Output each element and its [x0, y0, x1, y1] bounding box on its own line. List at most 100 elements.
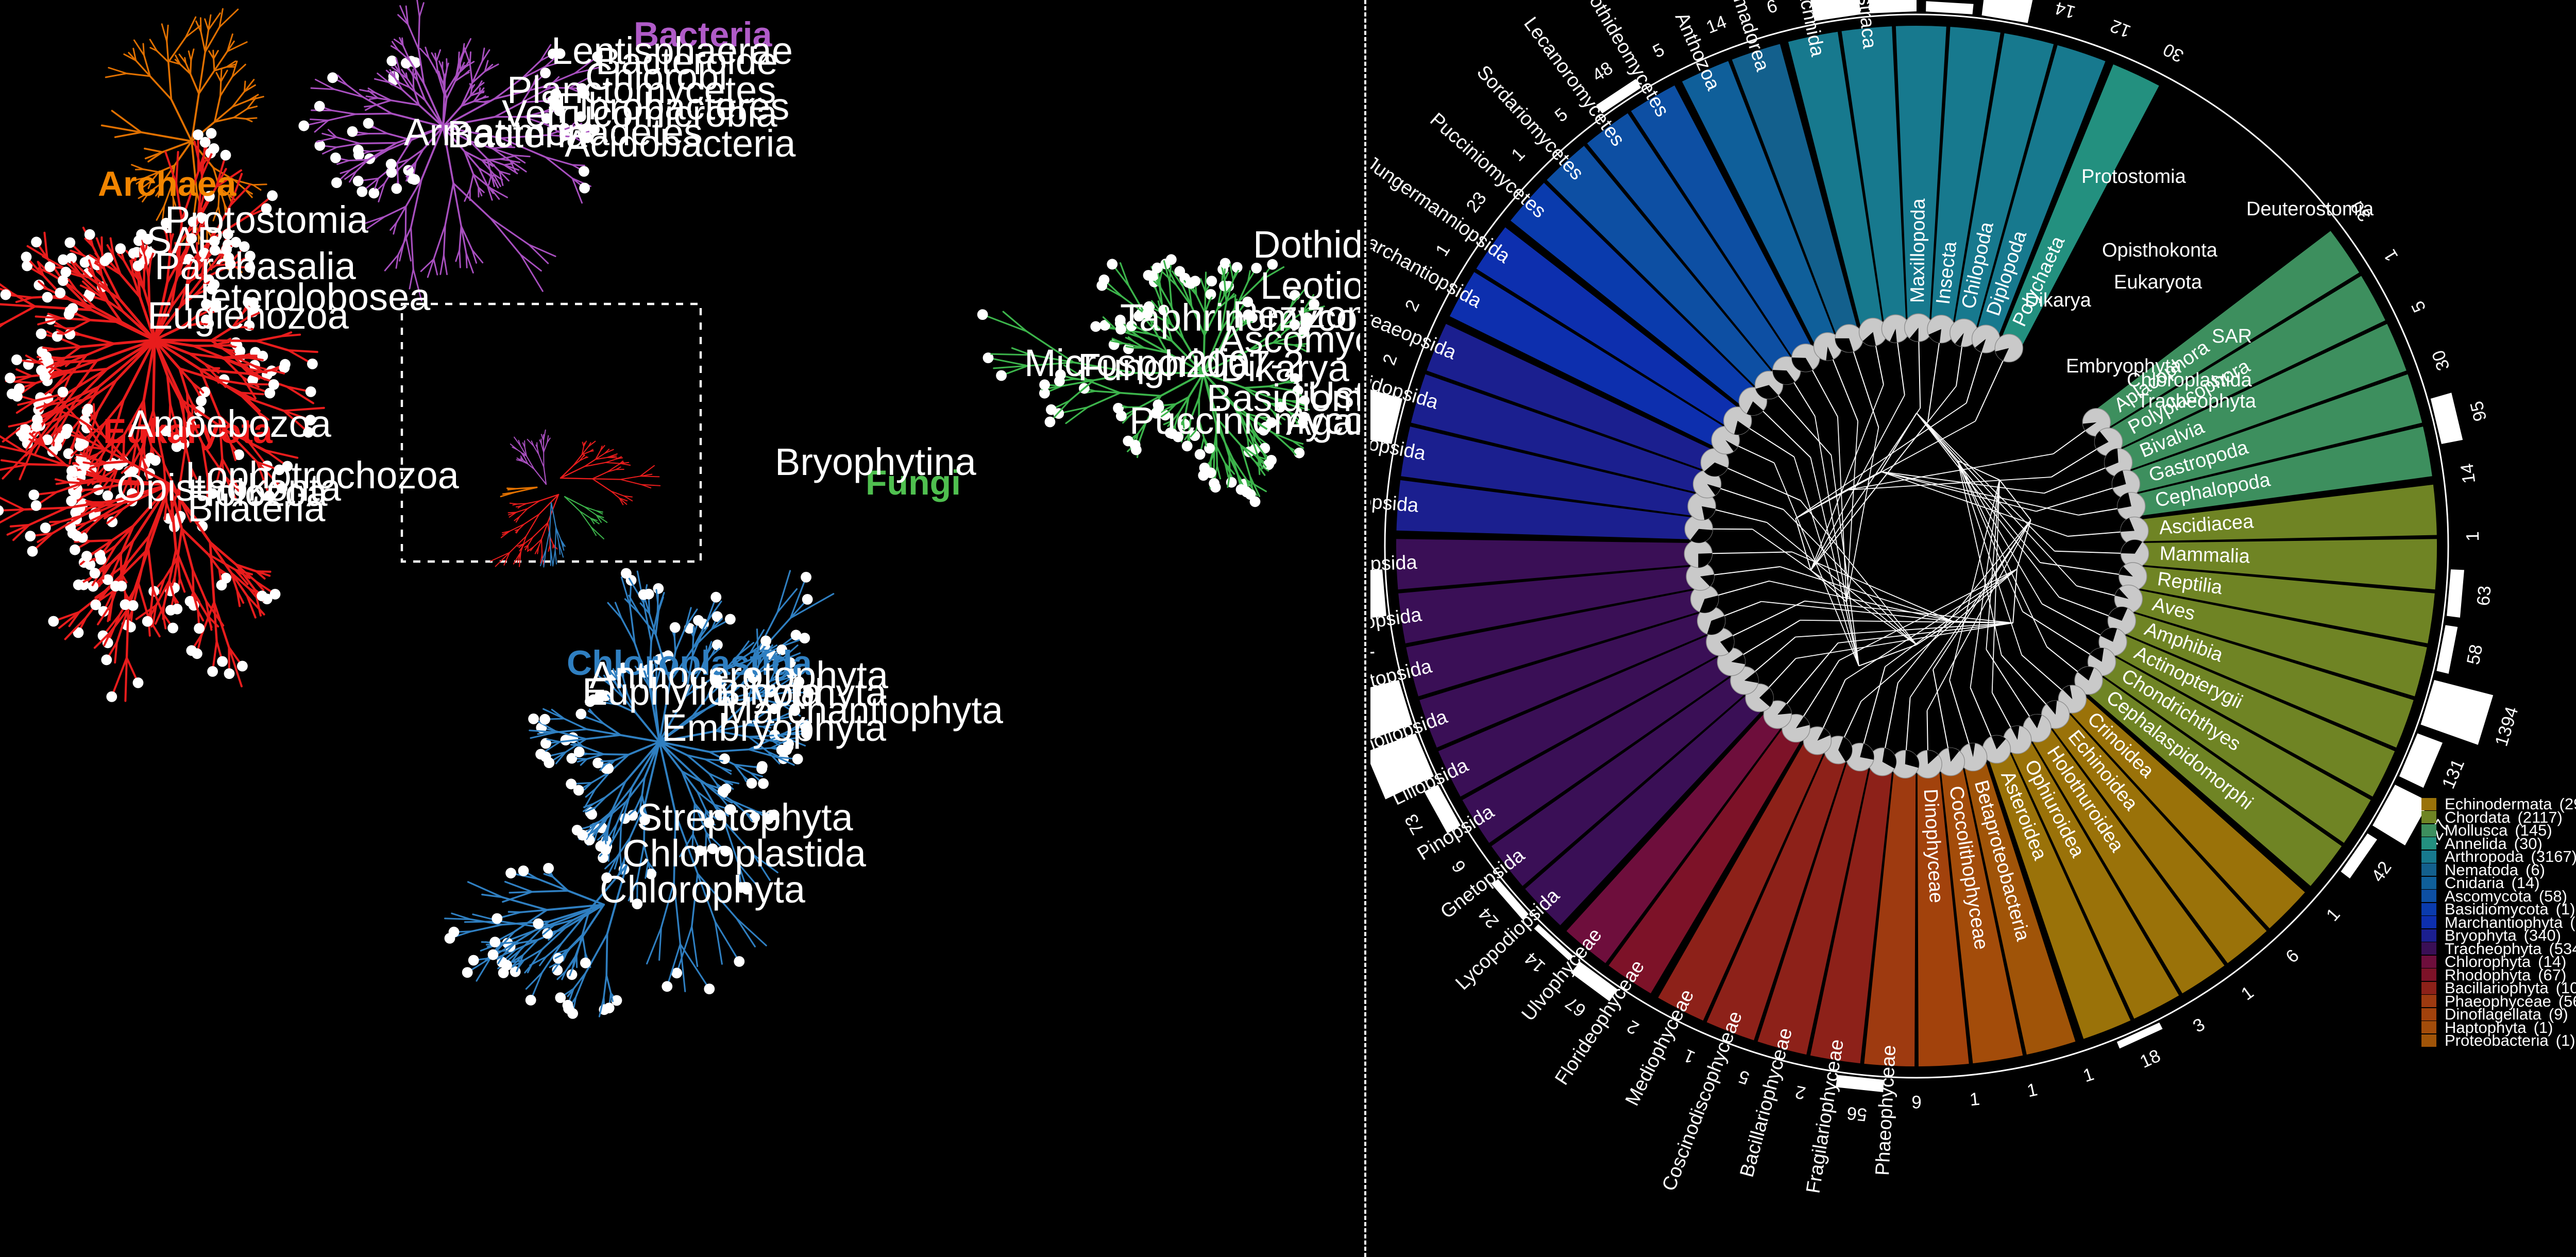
tick-count: 73	[1401, 811, 1428, 838]
tick-count: 42	[2367, 858, 2395, 886]
sector-wedge[interactable]	[1401, 427, 1701, 517]
legend-item[interactable]: Rhodophyta(67)	[2421, 967, 2576, 983]
support-pie-nodes	[1684, 313, 2149, 779]
support-pie-slice	[2094, 431, 2109, 449]
sector-wedge[interactable]	[1449, 272, 1728, 448]
sector-wedge[interactable]	[1491, 674, 1749, 886]
sector-wedge[interactable]	[1732, 44, 1859, 339]
sector-wedge[interactable]	[2132, 427, 2432, 517]
sector-wedge[interactable]	[1406, 589, 1705, 697]
sector-wedge[interactable]	[1963, 757, 2076, 1055]
sector-wedge[interactable]	[1864, 766, 1916, 1066]
sector-wedge[interactable]	[1682, 61, 1837, 349]
support-pie-slice	[1969, 743, 1975, 757]
support-pie-slice	[2119, 566, 2133, 576]
legend-color-swatch	[2421, 876, 2436, 889]
legend-item[interactable]: Bacillariophyta(10)	[2421, 980, 2576, 996]
sector-wedge[interactable]	[1438, 633, 1723, 797]
legend-color-swatch	[2421, 863, 2436, 876]
legend-item[interactable]: Annelida(30)	[2421, 836, 2576, 852]
sector-wedge[interactable]	[1895, 26, 1946, 325]
sector-wedge[interactable]	[1396, 539, 1696, 590]
legend-item[interactable]: Dinoflagellata(9)	[2421, 1006, 2576, 1022]
sector-wedge[interactable]	[1954, 33, 2054, 333]
sector-wedge[interactable]	[1396, 480, 1697, 540]
sector-wedge[interactable]	[1988, 748, 2131, 1039]
sector-wedge[interactable]	[1587, 113, 1794, 375]
sector-wedge[interactable]	[1511, 182, 1758, 407]
sector-wedge[interactable]	[2134, 566, 2435, 643]
sector-wedge[interactable]	[2093, 231, 2360, 430]
sector-wedge[interactable]	[1411, 374, 1708, 494]
sector-wedge[interactable]	[1706, 749, 1848, 1041]
sector-wedge[interactable]	[1476, 227, 1742, 428]
count-bar	[2420, 680, 2494, 745]
sector-wedge[interactable]	[2098, 654, 2371, 843]
inset-box	[400, 302, 702, 563]
sector-wedge[interactable]	[1419, 611, 1713, 748]
sector-wedge[interactable]	[1917, 766, 1969, 1066]
sector-wedge[interactable]	[1757, 757, 1870, 1055]
legend-item[interactable]: Phaeophyceae(56)	[2421, 993, 2576, 1009]
tick-count: 30	[2160, 39, 2187, 66]
sector-wedge[interactable]	[1940, 762, 2023, 1064]
sector-wedge[interactable]	[2121, 611, 2414, 748]
legend-item[interactable]: Chlorophyta(14)	[2421, 954, 2576, 970]
legend-item[interactable]: Arthropoda(3167)	[2421, 848, 2576, 864]
sector-wedge[interactable]	[1930, 27, 2001, 328]
legend-item[interactable]: Echinodermata(29)	[2421, 796, 2576, 812]
sector-wedge[interactable]	[2137, 484, 2437, 541]
sector-wedge[interactable]	[2084, 674, 2342, 886]
legend-item[interactable]: Mollusca(145)	[2421, 822, 2576, 838]
legend-item[interactable]: Haptophyta(1)	[2421, 1020, 2576, 1035]
sector-wedge[interactable]	[2066, 693, 2305, 928]
sector-wedge[interactable]	[1462, 654, 1735, 843]
legend-item[interactable]: Cnidaria(14)	[2421, 874, 2576, 892]
legend-color-swatch	[2421, 929, 2436, 942]
sector-wedge[interactable]	[1810, 762, 1893, 1064]
sector-wedge[interactable]	[1398, 566, 1699, 643]
sector-wedge[interactable]	[2116, 324, 2406, 471]
fungi-node-label: Taphrinomycotina	[1120, 296, 1360, 339]
sector-wedge[interactable]	[2049, 710, 2267, 963]
sector-wedge[interactable]	[2106, 276, 2385, 450]
sector-wedge[interactable]	[1566, 710, 1784, 963]
sector-wedge[interactable]	[1547, 146, 1775, 390]
sector-wedge[interactable]	[1658, 738, 1826, 1021]
sector-wedge[interactable]	[1631, 85, 1814, 361]
sector-wedge[interactable]	[2137, 539, 2437, 590]
sector-wedge[interactable]	[1427, 324, 1717, 471]
legend-item[interactable]: Tracheophyta(5347)	[2421, 941, 2576, 957]
sector-wedge[interactable]	[2125, 374, 2422, 494]
sector-wedge[interactable]	[1841, 26, 1906, 327]
legend-item[interactable]: Chordata(2117)	[2421, 809, 2576, 825]
sector-wedge[interactable]	[2000, 64, 2159, 350]
legend-item[interactable]: Basidiomycota(1)	[2421, 901, 2576, 917]
sector-wedge[interactable]	[2128, 589, 2427, 697]
sector-wedge[interactable]	[1608, 724, 1804, 994]
legend-item[interactable]: Ascomycota(58)	[2421, 887, 2576, 905]
count-bar	[2447, 569, 2464, 618]
tick-count: 48	[1589, 58, 1617, 86]
sector-wedge[interactable]	[2110, 633, 2395, 797]
legend-item[interactable]: Proteobacteria(1)	[2421, 1032, 2576, 1048]
inner-clade-label: Dikarya	[2025, 290, 2092, 311]
sector-wedge[interactable]	[2029, 724, 2225, 994]
legend-item[interactable]: Bryophyta(340)	[2421, 927, 2576, 943]
sector-wedge[interactable]	[1525, 692, 1765, 925]
sector-wedge[interactable]	[2009, 737, 2179, 1019]
legend-item[interactable]: Marchantiophyta(24)	[2421, 914, 2576, 930]
sector-wedge[interactable]	[1788, 31, 1883, 332]
legend-color-swatch	[2421, 969, 2436, 981]
tick-count: 24	[1475, 904, 1503, 932]
panel-divider	[1364, 0, 1366, 1257]
sector-wedge[interactable]	[1976, 45, 2106, 340]
support-pie-slice	[1890, 329, 1897, 343]
legend-taxon-label: Ascomycota	[2445, 887, 2532, 905]
count-bar	[1534, 924, 1573, 961]
legend-taxon-count: (14)	[2511, 874, 2540, 892]
bacteria-node-label: Chlorobi	[585, 55, 727, 98]
legend-item[interactable]: Nematoda(6)	[2421, 862, 2576, 878]
support-pie-slice	[1991, 735, 2006, 750]
